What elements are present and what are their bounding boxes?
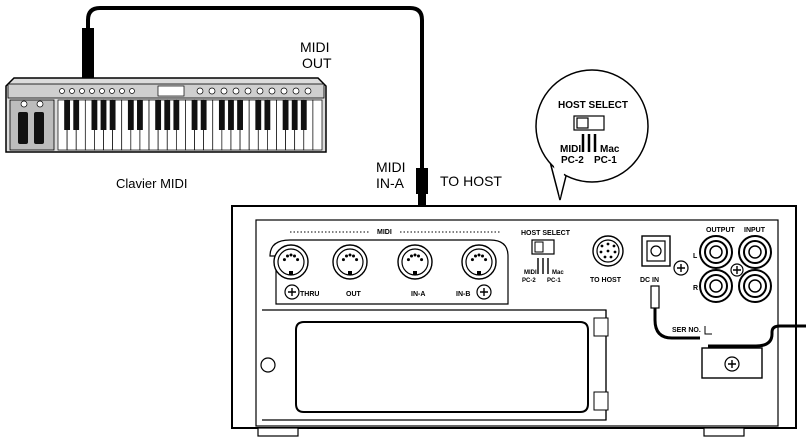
interface-device: MIDI THRU OUT IN-A IN-B HOST SELECT <box>231 205 806 437</box>
midi-in-a-label-line2: IN-A <box>376 175 405 191</box>
callout-right-label-2: PC-1 <box>594 155 617 166</box>
panel-screw-right <box>476 284 492 300</box>
to-host-port <box>592 235 624 267</box>
black-key <box>291 100 298 130</box>
callout-left-label-1: MIDI <box>560 144 581 155</box>
dc-in-jack <box>641 235 671 267</box>
black-key <box>137 100 143 130</box>
black-key <box>200 100 207 130</box>
callout-left-label-2: PC-2 <box>561 155 584 166</box>
midi-out-label-line1: MIDI <box>300 39 330 55</box>
black-key <box>100 100 107 130</box>
midi-port-in-b <box>461 244 497 280</box>
black-key <box>109 100 116 130</box>
black-key <box>91 100 98 130</box>
black-key <box>64 100 71 130</box>
panel-host-left-2: PC-2 <box>522 278 536 284</box>
panel-host-left-1: MIDI <box>524 270 537 276</box>
black-key <box>255 100 262 130</box>
black-key <box>164 100 171 130</box>
rca-input-r <box>738 269 772 303</box>
black-key <box>127 100 134 130</box>
port-label-thru: THRU <box>300 291 319 298</box>
black-key <box>155 100 162 130</box>
panel-input-label: INPUT <box>744 227 766 234</box>
rca-output-r <box>699 269 733 303</box>
port-label-in-a: IN-A <box>411 291 425 298</box>
black-key <box>264 100 271 130</box>
host-select-callout: HOST SELECT MIDI PC-2 Mac PC-1 <box>535 69 649 201</box>
port-label-out: OUT <box>346 291 362 298</box>
midi-port-out <box>332 244 368 280</box>
midi-port-thru <box>273 244 309 280</box>
black-key <box>228 100 234 130</box>
panel-host-select-label: HOST SELECT <box>521 230 571 237</box>
rca-jacks <box>699 235 772 303</box>
port-label-in-b: IN-B <box>456 291 470 298</box>
panel-dc-in-label: DC IN <box>640 277 659 284</box>
black-key <box>191 100 198 130</box>
panel-screw-left <box>284 284 300 300</box>
panel-host-right-1: Mac <box>552 270 564 276</box>
midi-header-label: MIDI <box>377 229 392 236</box>
midi-in-a-label-line1: MIDI <box>376 159 406 175</box>
to-host-label: TO HOST <box>440 173 502 189</box>
panel-r-label: R <box>693 285 698 292</box>
callout-title: HOST SELECT <box>558 100 628 111</box>
panel-screw-middle <box>673 260 689 276</box>
panel-l-label: L <box>693 253 698 260</box>
black-key <box>300 100 307 130</box>
white-key <box>312 99 323 151</box>
midi-keyboard <box>5 77 327 153</box>
black-key <box>237 100 243 130</box>
midi-ports <box>273 244 497 280</box>
panel-to-host-label: TO HOST <box>590 277 622 284</box>
panel-output-label: OUTPUT <box>706 227 736 234</box>
midi-out-label-line2: OUT <box>302 55 332 71</box>
keyboard-caption: Clavier MIDI <box>116 176 188 191</box>
panel-ser-no-label: SER NO. <box>672 327 701 334</box>
black-key <box>218 100 225 130</box>
callout-right-label-1: Mac <box>600 144 620 155</box>
panel-host-right-2: PC-1 <box>547 278 561 284</box>
black-key <box>282 100 289 130</box>
rca-output-l <box>699 235 733 269</box>
black-key <box>73 100 80 130</box>
black-key <box>173 100 180 130</box>
panel-screw-rca <box>730 263 744 277</box>
rca-input-l <box>738 235 772 269</box>
keyboard-keys <box>57 99 323 151</box>
midi-port-in-a <box>397 244 433 280</box>
